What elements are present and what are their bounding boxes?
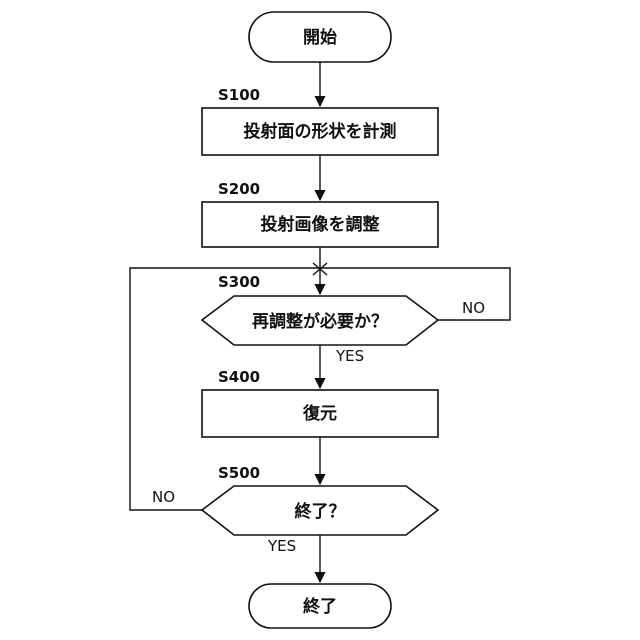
- process-measure-label: 投射面の形状を計測: [244, 121, 397, 142]
- start-label: 開始: [303, 27, 337, 48]
- process-restore-label: 復元: [302, 403, 337, 424]
- decision-end-label: 終了？: [295, 501, 346, 522]
- end-label: 終了: [303, 596, 337, 617]
- decision-readjust-label: 再調整が必要か？: [252, 311, 388, 332]
- step-label-s400: S400: [218, 368, 260, 386]
- process-adjust-label: 投射画像を調整: [261, 214, 380, 235]
- edge-label-end-no: NO: [152, 488, 175, 506]
- step-label-s100: S100: [218, 86, 260, 104]
- step-label-s300: S300: [218, 273, 260, 291]
- edge-label-readjust-yes: YES: [335, 347, 364, 365]
- step-label-s500: S500: [218, 464, 260, 482]
- edge-label-end-yes: YES: [267, 537, 296, 555]
- step-label-s200: S200: [218, 180, 260, 198]
- edge-label-readjust-no: NO: [462, 299, 485, 317]
